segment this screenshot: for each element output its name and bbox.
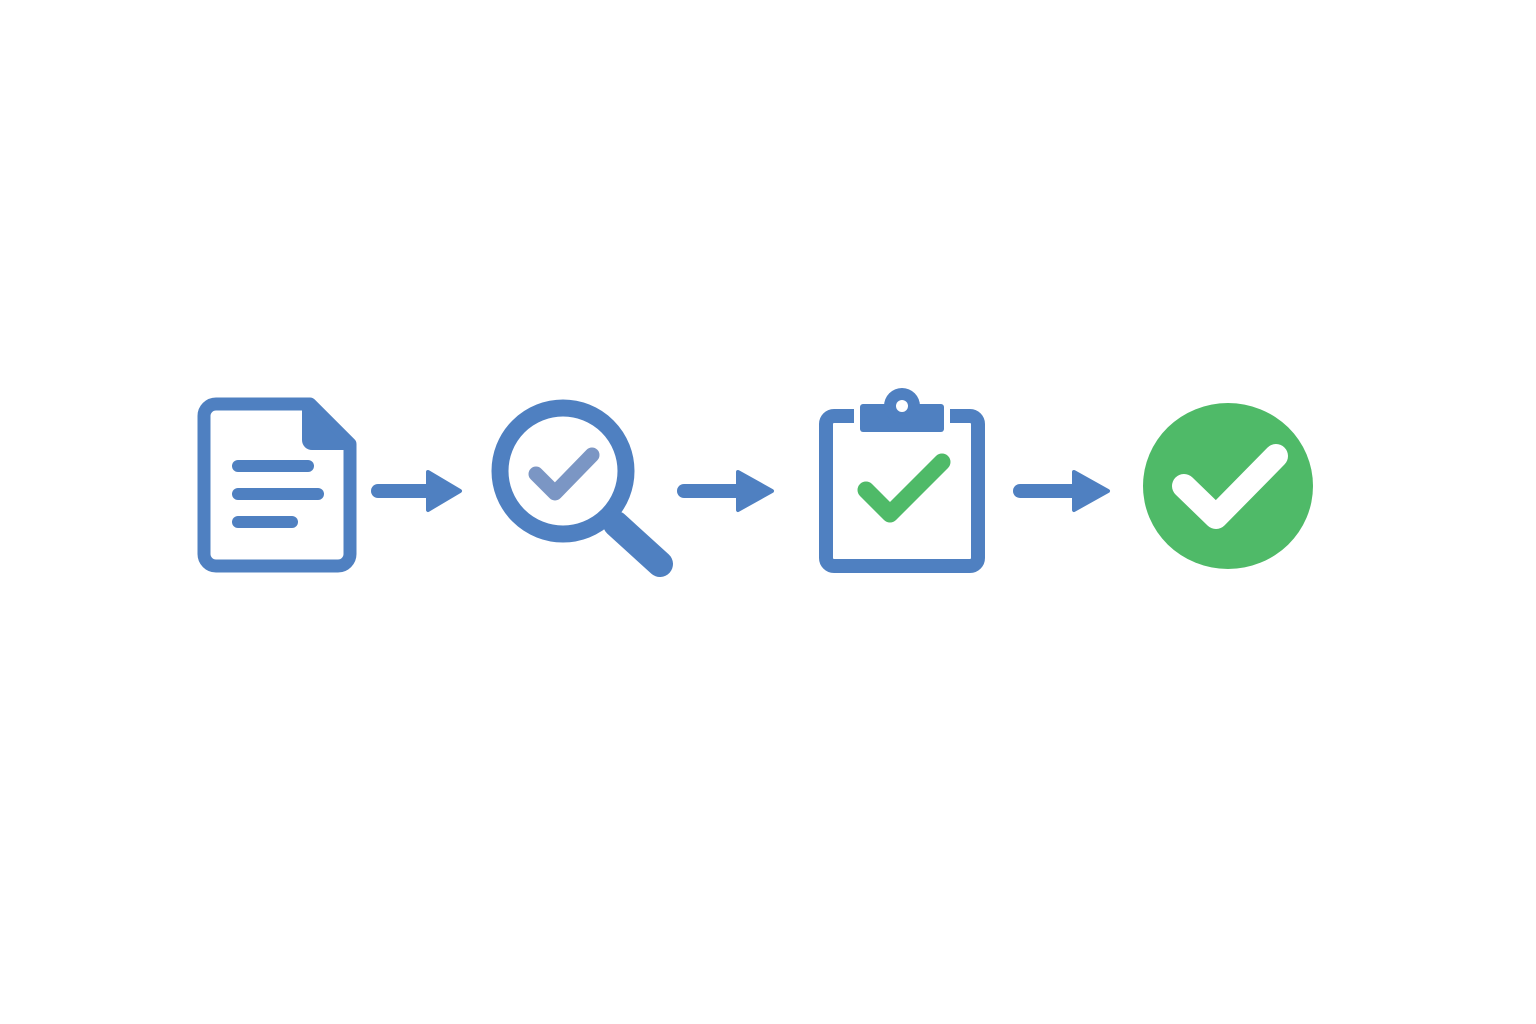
magnifier-check-icon [491, 399, 673, 577]
checklist-step [818, 386, 986, 574]
arrow-right-icon [370, 468, 462, 514]
complete-step [1142, 402, 1314, 570]
circle-check-icon [1143, 403, 1313, 569]
document-icon [197, 397, 357, 573]
clipboard-check-icon [819, 388, 985, 573]
arrow-right-icon [1012, 468, 1110, 514]
review-step [488, 398, 678, 577]
document-step [197, 397, 357, 573]
arrow-right-icon [676, 468, 774, 514]
